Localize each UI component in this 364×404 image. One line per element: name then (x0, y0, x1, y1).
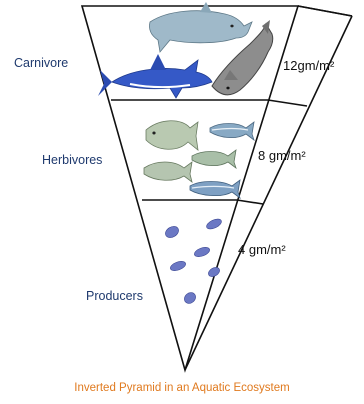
plankton-icon (163, 217, 223, 306)
fish-icon (192, 150, 236, 168)
biomass-label-herbivores: 8 gm/m² (258, 148, 306, 163)
divider-1-side (268, 100, 307, 106)
level-label-herbivores: Herbivores (42, 153, 102, 167)
fish-icon (146, 121, 198, 150)
level-label-producers: Producers (86, 289, 143, 303)
shark-icon (98, 54, 212, 98)
fish-icon (190, 180, 240, 198)
dolphin-icon (149, 2, 252, 52)
fish-icon (210, 122, 254, 140)
divider-2-side (237, 200, 263, 204)
level-label-carnivore: Carnivore (14, 56, 68, 70)
pyramid-side-top (298, 6, 352, 16)
biomass-label-producers: 4 gm/m² (238, 242, 286, 257)
biomass-label-carnivore: 12gm/m² (283, 58, 335, 73)
fish-icon (144, 162, 192, 182)
diagram-caption: Inverted Pyramid in an Aquatic Ecosystem (0, 382, 364, 394)
